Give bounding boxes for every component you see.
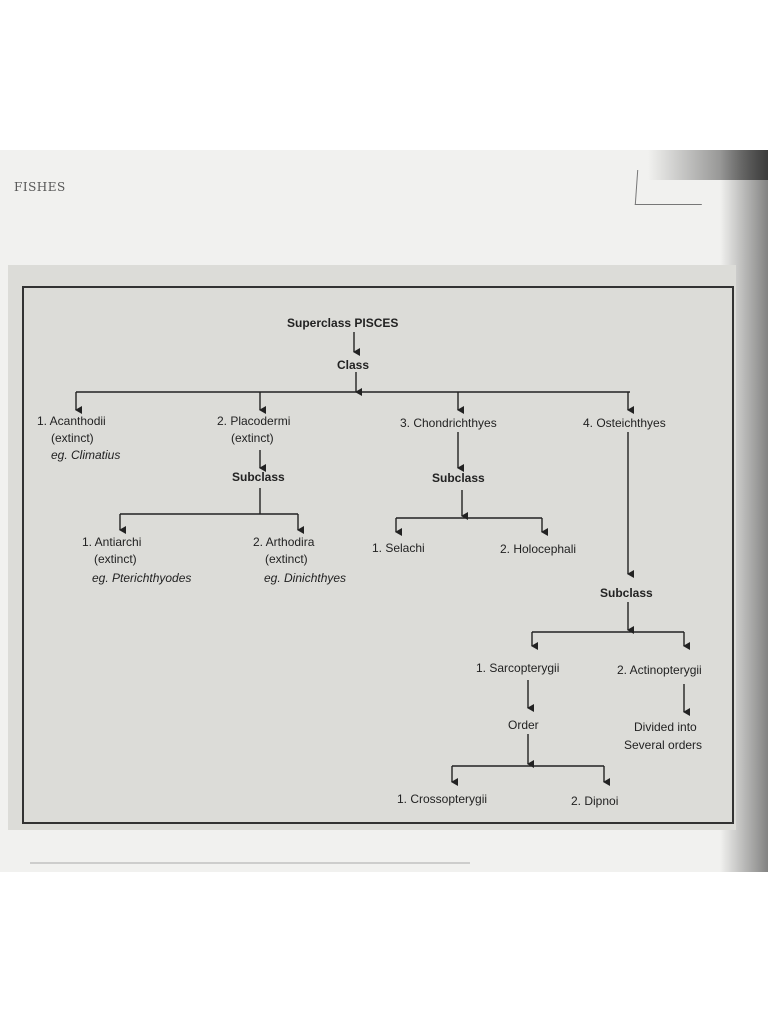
node-actinopterygii: 2. Actinopterygii <box>617 663 702 677</box>
node-dipnoi: 2. Dipnoi <box>571 794 619 808</box>
node-osteichthyes-subclass: Subclass <box>600 586 653 600</box>
page-shadow-top <box>648 150 768 180</box>
node-superclass: Superclass PISCES <box>287 316 399 330</box>
node-class: Class <box>337 358 370 372</box>
handwriting-below <box>30 862 470 878</box>
node-chondrichthyes: 3. Chondrichthyes <box>400 416 497 430</box>
node-antiarchi-example: eg. Pterichthyodes <box>92 571 192 585</box>
node-holocephali: 2. Holocephali <box>500 542 577 556</box>
node-arthodira-example: eg. Dinichthyes <box>264 571 347 585</box>
node-chondrichthyes-subclass: Subclass <box>432 471 485 485</box>
diagram-frame <box>22 286 734 824</box>
node-placodermi-status: (extinct) <box>231 431 274 445</box>
node-actino-note-2: Several orders <box>624 738 703 752</box>
node-arthodira: 2. Arthodira <box>253 535 315 549</box>
node-antiarchi-status: (extinct) <box>94 552 137 566</box>
node-acanthodii: 1. Acanthodii <box>37 414 106 428</box>
node-sarco-order: Order <box>508 718 539 732</box>
diagram-plate <box>8 265 736 830</box>
node-acanthodii-example: eg. Climatius <box>51 448 121 462</box>
node-placodermi-subclass: Subclass <box>232 470 285 484</box>
node-sarcopterygii: 1. Sarcopterygii <box>476 661 560 675</box>
node-osteichthyes: 4. Osteichthyes <box>583 416 666 430</box>
node-crossopterygii: 1. Crossopterygii <box>397 792 488 806</box>
node-antiarchi: 1. Antiarchi <box>82 535 142 549</box>
node-actino-note-1: Divided into <box>634 720 697 734</box>
page-header: FISHES <box>14 180 66 194</box>
node-acanthodii-status: (extinct) <box>51 431 94 445</box>
node-arthodira-status: (extinct) <box>265 552 308 566</box>
node-selachi: 1. Selachi <box>372 541 425 555</box>
node-placodermi: 2. Placodermi <box>217 414 291 428</box>
